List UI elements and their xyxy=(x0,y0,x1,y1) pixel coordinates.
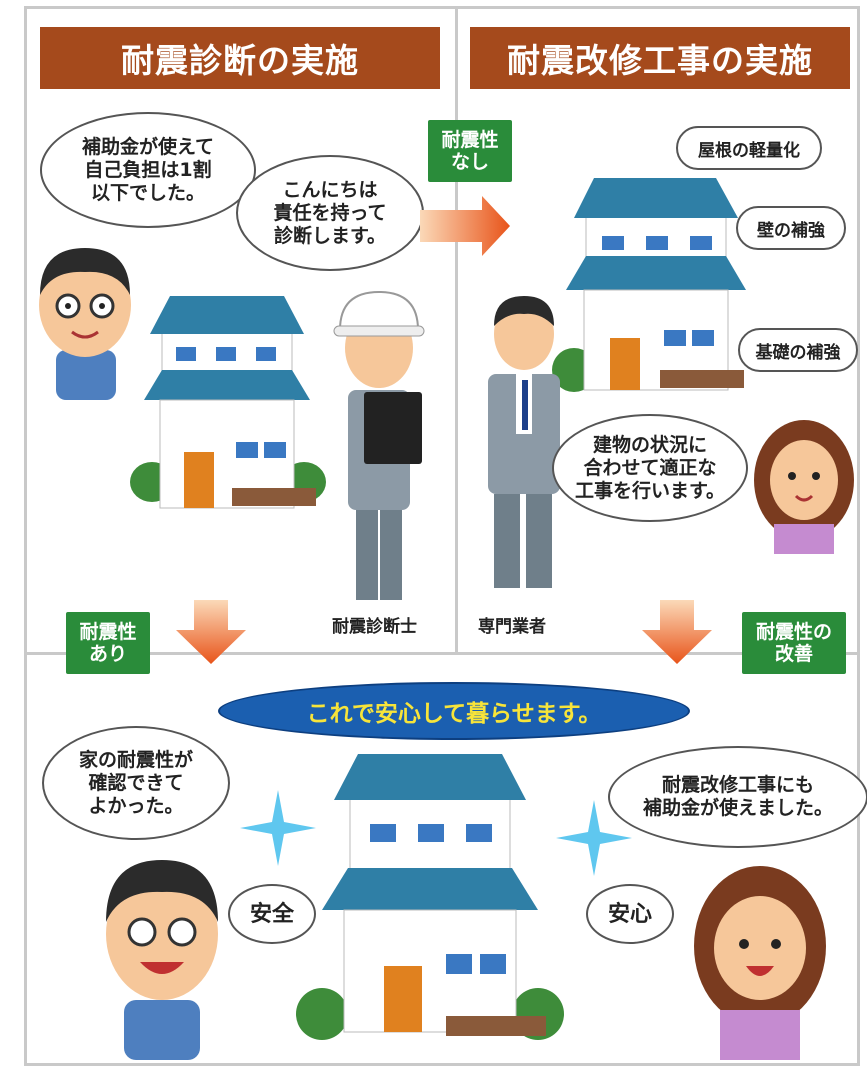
man-happy-character-icon xyxy=(106,860,218,1060)
man-character-icon xyxy=(39,248,131,400)
bubble-subsidy-diagnosis: 補助金が使えて自己負担は1割以下でした。 xyxy=(40,112,256,228)
bubble-safe: 安全 xyxy=(228,884,316,944)
bubble-relief: 安心 xyxy=(586,884,674,944)
inspector-character-icon xyxy=(333,290,425,600)
sparkle-right-icon xyxy=(556,800,632,876)
arrow-down-left xyxy=(176,600,246,664)
tag-has-resistance: 耐震性あり xyxy=(66,612,150,674)
house-retrofit-icon xyxy=(552,178,746,392)
label-wall-reinforce: 壁の補強 xyxy=(736,206,846,250)
arrow-down-right xyxy=(642,600,712,664)
tag-improved: 耐震性の改善 xyxy=(742,612,846,674)
label-roof-lightening: 屋根の軽量化 xyxy=(676,126,822,170)
woman-character-icon xyxy=(754,420,854,554)
bubble-woman-happy: 耐震改修工事にも補助金が使えました。 xyxy=(608,746,867,848)
header-retrofit: 耐震改修工事の実施 xyxy=(470,27,850,89)
header-diagnosis: 耐震診断の実施 xyxy=(40,27,440,89)
label-foundation-reinforce: 基礎の補強 xyxy=(738,328,858,372)
arrow-right xyxy=(420,196,510,256)
message-banner: これで安心して暮らせます。 xyxy=(218,682,690,740)
caption-contractor: 専門業者 xyxy=(478,617,546,637)
bubble-man-happy: 家の耐震性が確認できてよかった。 xyxy=(42,726,230,840)
bubble-contractor: 建物の状況に合わせて適正な工事を行います。 xyxy=(552,414,748,522)
bubble-inspector: こんにちは責任を持って診断します。 xyxy=(236,155,424,271)
house-before-icon xyxy=(130,296,326,509)
contractor-character-icon xyxy=(488,296,560,588)
caption-inspector: 耐震診断士 xyxy=(332,617,417,637)
horizontal-divider xyxy=(24,652,860,655)
sparkle-left-icon xyxy=(240,790,316,866)
woman-happy-character-icon xyxy=(694,866,826,1060)
vertical-divider xyxy=(455,6,458,654)
tag-no-resistance: 耐震性なし xyxy=(428,120,512,182)
house-after-icon xyxy=(296,754,564,1040)
diagram-frame xyxy=(24,6,860,1066)
